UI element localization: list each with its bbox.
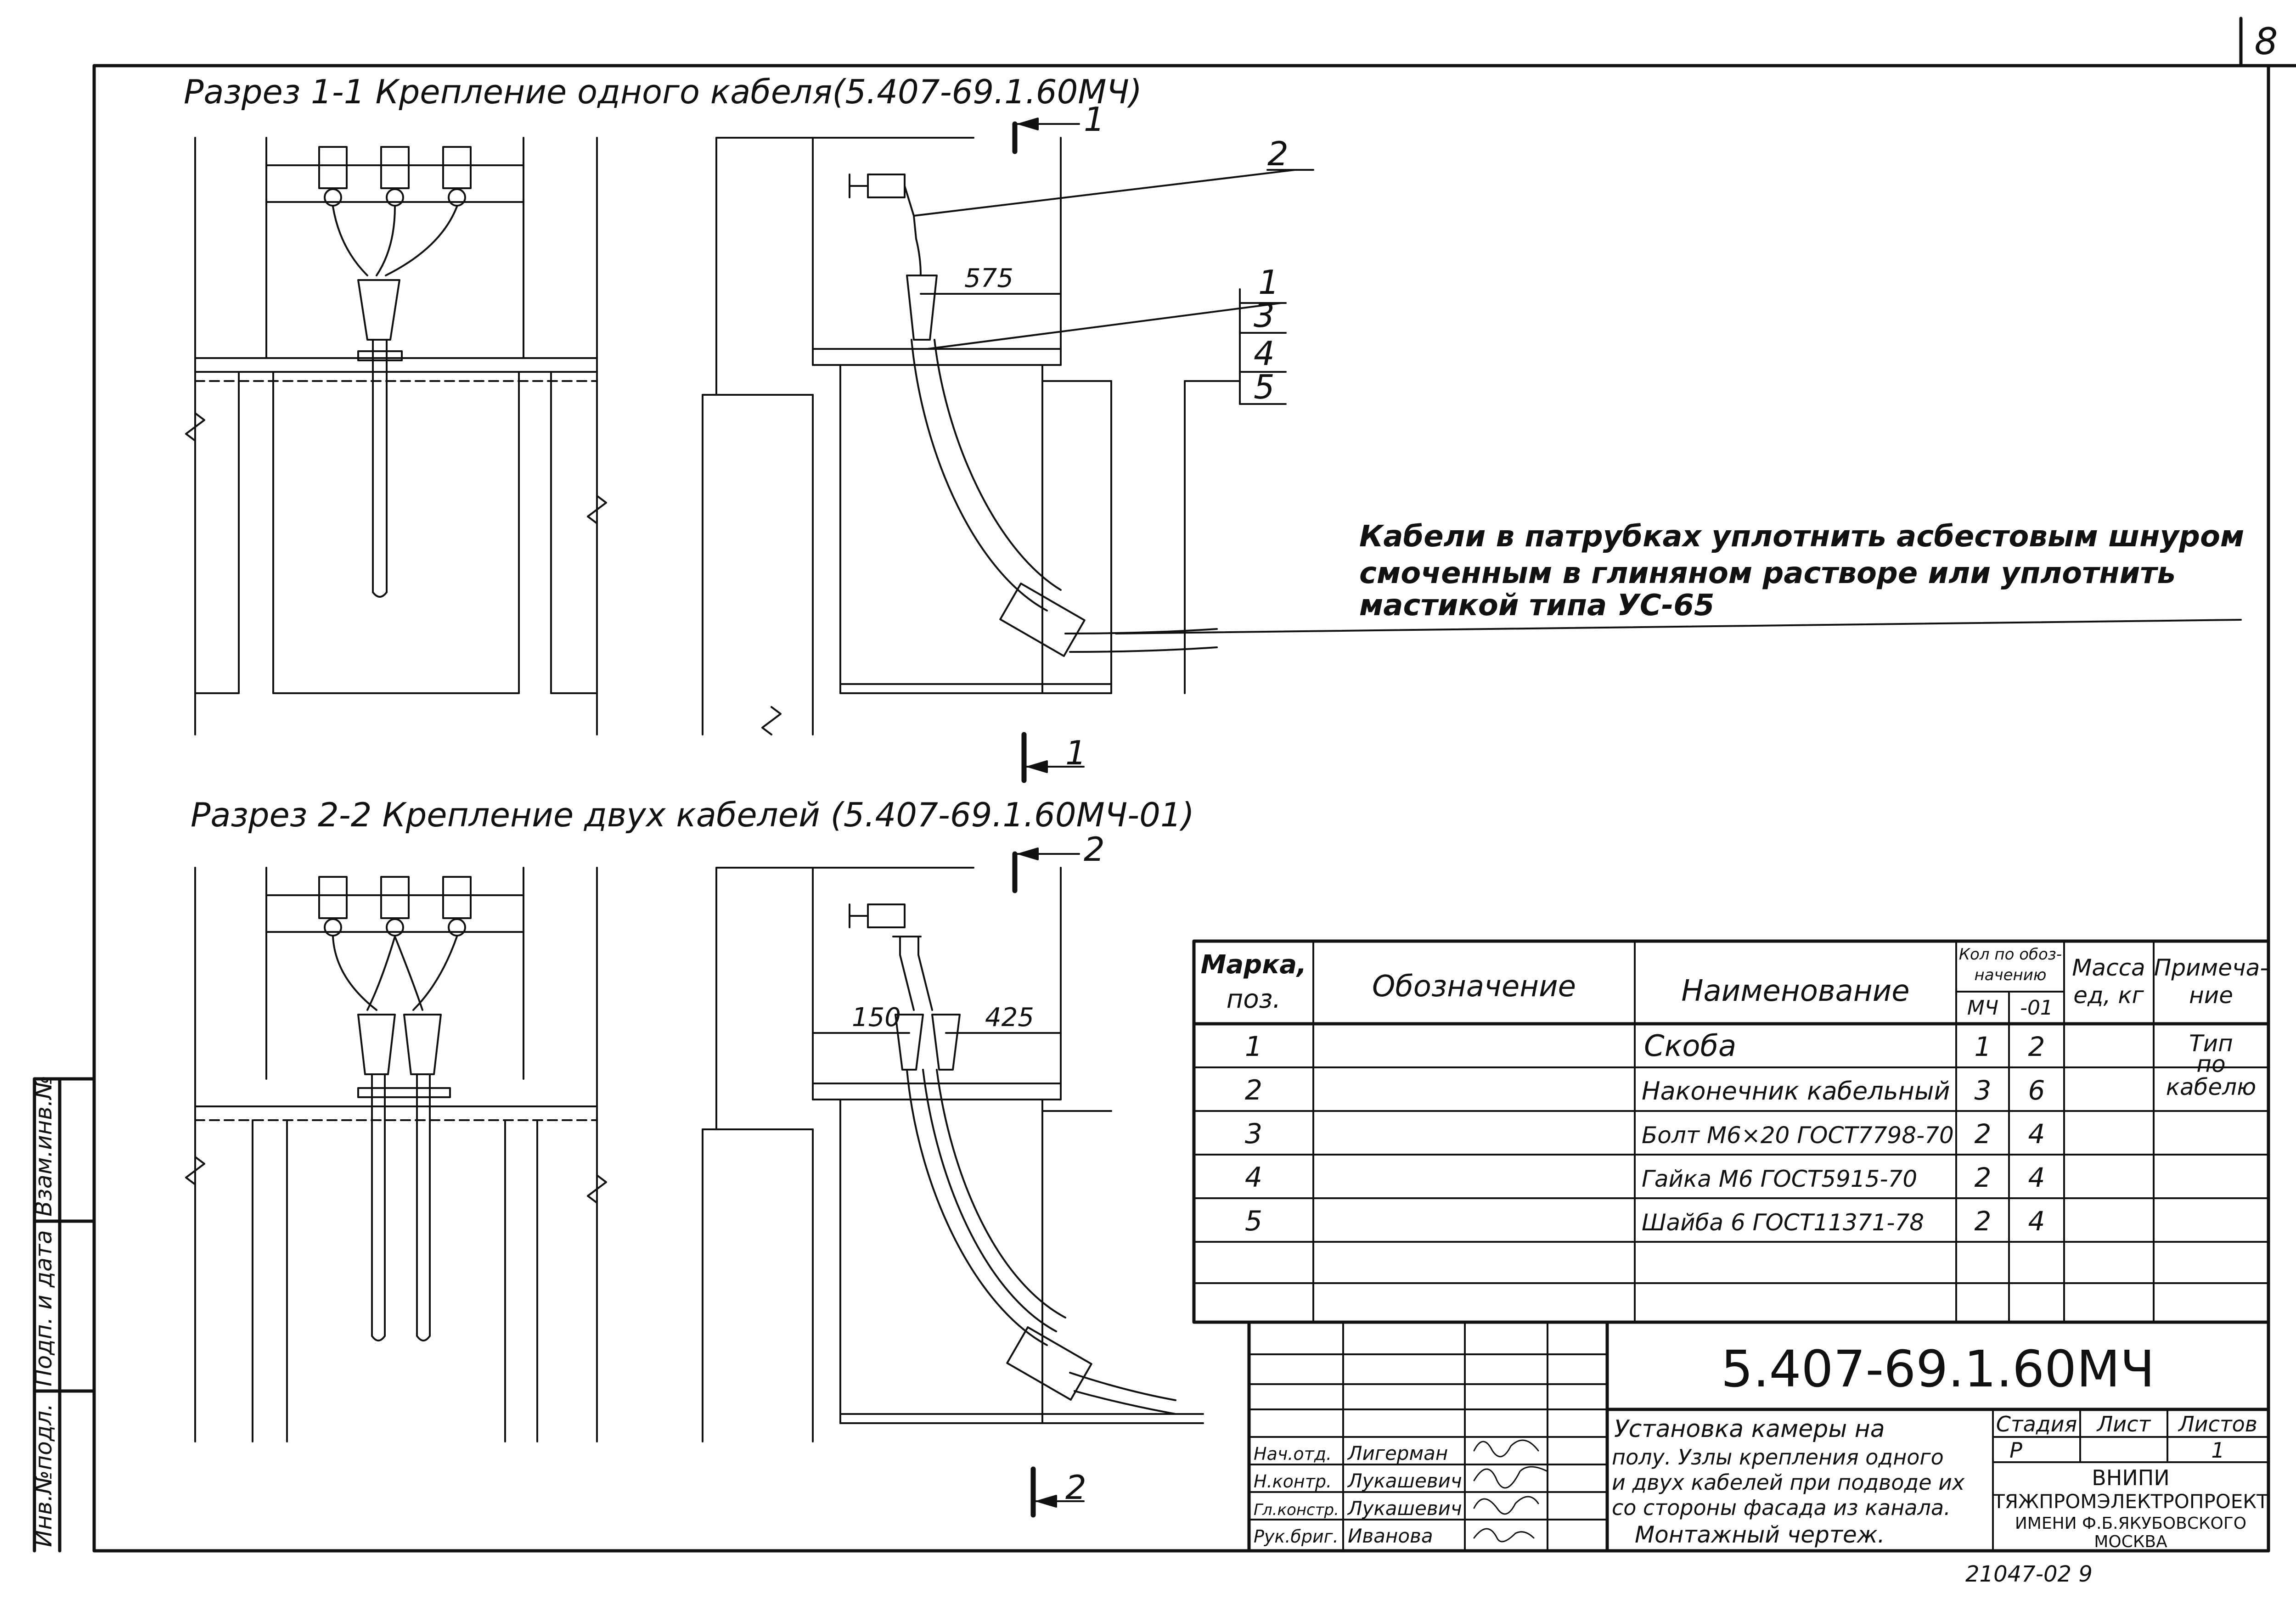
title-block-grid <box>1247 1320 2270 1553</box>
spec-row-name: Гайка М6 ГОСТ5915-70 <box>1642 1166 1917 1192</box>
spec-row-q1: 2 <box>1975 1162 1992 1193</box>
spec-row: 4 Гайка М6 ГОСТ5915-70 2 4 <box>1245 1161 2045 1194</box>
org-line-2: ТЯЖПРОМЭЛЕКТРОПРОЕКТ <box>1992 1490 2268 1513</box>
org-line-1: ВНИПИ <box>2092 1465 2170 1490</box>
signature-row: Нач.отд. Лигерман <box>1254 1442 1448 1464</box>
spec-row: 3 Болт М6×20 ГОСТ7798-70 2 4 <box>1245 1118 2045 1150</box>
section-2-side-view <box>702 847 1204 1518</box>
note-line-1: Кабели в патрубках уплотнить асбестовым … <box>1359 520 2244 554</box>
signature-row: Гл.констр. Лукашевич <box>1254 1497 1462 1520</box>
stage-label: Стадия <box>1996 1412 2077 1436</box>
spec-row-pos: 1 <box>1245 1031 1262 1063</box>
dimension-425: 425 <box>985 1003 1034 1032</box>
section-2-front-view <box>185 867 607 1442</box>
section-2-title: Разрез 2-2 Крепление двух кабелей (5.407… <box>191 796 1194 834</box>
spec-row-pos: 4 <box>1245 1161 1262 1194</box>
cut-mark-1-bottom: 1 <box>1065 734 1086 772</box>
stamp-orig-inv: Инв.№подл. <box>30 1403 57 1547</box>
org-line-3: ИМЕНИ Ф.Б.ЯКУБОВСКОГО <box>2015 1514 2246 1533</box>
archive-number: 21047-02 9 <box>1965 1561 2093 1587</box>
section-1-front-view <box>185 137 782 735</box>
spec-header-qty: Кол по обоз- <box>1959 945 2062 964</box>
spec-header-qty-2: начению <box>1974 966 2046 984</box>
spec-note-cable: кабелю <box>2166 1074 2256 1100</box>
spec-row: 5 Шайба 6 ГОСТ11371-78 2 4 <box>1245 1205 2045 1237</box>
spec-row-q1: 3 <box>1975 1075 1992 1106</box>
section-1-side-view <box>702 118 2242 783</box>
note-line-3: мастикой типа УС-65 <box>1359 589 1714 623</box>
spec-header-qty-col2: -01 <box>2020 996 2053 1020</box>
signature-name: Лигерман <box>1347 1442 1448 1464</box>
cut-mark-2-top: 2 <box>1084 830 1105 869</box>
callout-5: 5 <box>1254 368 1275 406</box>
spec-row-q2: 4 <box>2028 1162 2045 1193</box>
signature-name: Лукашевич <box>1347 1470 1462 1492</box>
spec-header-mark: Марка, <box>1201 950 1307 980</box>
spec-header-qty-col1: МЧ <box>1967 996 1998 1020</box>
cut-mark-1-top: 1 <box>1084 100 1105 139</box>
spec-row-q2: 4 <box>2028 1206 2045 1237</box>
dimension-150: 150 <box>852 1003 901 1032</box>
sheets-label: Листов <box>2178 1412 2257 1436</box>
signature-row: Рук.бриг. Иванова <box>1254 1525 1433 1547</box>
spec-row-q1: 2 <box>1975 1118 1992 1150</box>
description-line-3: и двух кабелей при подводе их <box>1612 1470 1965 1495</box>
handwritten-signatures <box>1473 1439 1548 1543</box>
org-line-4: МОСКВА <box>2094 1532 2167 1551</box>
spec-row-q1: 1 <box>1975 1031 1992 1062</box>
callout-4: 4 <box>1254 334 1275 373</box>
cut-mark-2-bottom: 2 <box>1065 1468 1086 1507</box>
spec-row-name: Болт М6×20 ГОСТ7798-70 <box>1642 1122 1954 1149</box>
spec-header-mass-2: ед, кг <box>2073 982 2144 1009</box>
stage-value: Р <box>2009 1438 2022 1463</box>
spec-row-pos: 3 <box>1245 1118 1262 1150</box>
sheet-label: Лист <box>2096 1412 2151 1436</box>
description-line-4: со стороны фасада из канала. <box>1612 1495 1951 1520</box>
stamp-replaced-inv: Взам.инв.№ <box>30 1075 57 1217</box>
spec-header-mass: Масса <box>2072 954 2145 981</box>
spec-row-q2: 2 <box>2028 1031 2045 1062</box>
spec-row-name: Скоба <box>1644 1029 1736 1063</box>
sheets-value: 1 <box>2211 1438 2224 1463</box>
description-line-1: Установка камеры на <box>1614 1415 1885 1443</box>
stamp-sign-date: Подп. и дата <box>30 1230 57 1386</box>
signature-role: Гл.констр. <box>1254 1501 1339 1519</box>
spec-row-q1: 2 <box>1975 1206 1992 1237</box>
sheet-number: 8 <box>2255 20 2278 63</box>
note-line-2: смоченным в глиняном растворе или уплотн… <box>1359 556 2176 590</box>
signature-role: Н.контр. <box>1254 1471 1332 1492</box>
spec-row-pos: 5 <box>1245 1205 1262 1237</box>
spec-row-name: Наконечник кабельный <box>1642 1077 1950 1105</box>
section-1-title: Разрез 1-1 Крепление одного кабеля(5.407… <box>184 73 1142 111</box>
callout-2: 2 <box>1267 135 1289 173</box>
signature-role: Нач.отд. <box>1254 1444 1332 1464</box>
spec-note-by: по <box>2196 1051 2225 1077</box>
signature-row: Н.контр. Лукашевич <box>1254 1470 1462 1492</box>
spec-row-pos: 2 <box>1245 1074 1262 1106</box>
spec-header-mark-2: поз. <box>1227 984 1281 1014</box>
spec-header-name: Наименование <box>1681 974 1909 1008</box>
spec-row-q2: 6 <box>2028 1075 2045 1106</box>
signature-name: Иванова <box>1348 1525 1433 1547</box>
spec-row: 1 Скоба 1 2 <box>1245 1029 2045 1063</box>
spec-header-note: Примеча- <box>2154 954 2268 981</box>
dimension-575: 575 <box>964 264 1013 293</box>
side-stamp <box>33 1077 96 1553</box>
description-line-5: Монтажный чертеж. <box>1635 1521 1885 1548</box>
spec-row: 2 Наконечник кабельный 3 6 <box>1245 1074 2045 1106</box>
document-code: 5.407-69.1.60МЧ <box>1721 1340 2155 1398</box>
sheet-frame <box>92 17 2296 1553</box>
spec-row-q2: 4 <box>2028 1118 2045 1150</box>
signature-role: Рук.бриг. <box>1254 1526 1339 1547</box>
spec-header-designation: Обозначение <box>1372 970 1576 1004</box>
spec-row-name: Шайба 6 ГОСТ11371-78 <box>1642 1209 1924 1236</box>
description-line-2: полу. Узлы крепления одного <box>1612 1445 1944 1470</box>
spec-header-note-2: ние <box>2189 982 2233 1009</box>
callout-1: 1 <box>1258 263 1279 302</box>
signature-name: Лукашевич <box>1347 1497 1462 1520</box>
spec-note-type: Тип <box>2189 1030 2233 1057</box>
callout-3: 3 <box>1254 296 1275 335</box>
